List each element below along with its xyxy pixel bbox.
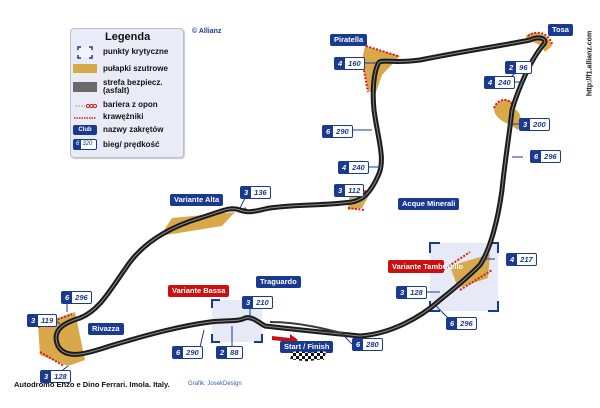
legend-item-asphalt: strefa bezpiecz. (asfalt) bbox=[73, 77, 173, 97]
critical-point-icon bbox=[73, 45, 97, 59]
legend-sample-speed: 320 bbox=[82, 141, 93, 147]
gear: 3 bbox=[28, 315, 39, 326]
speed: 280 bbox=[366, 340, 379, 349]
source-url[interactable]: http://f1.allianz.com bbox=[586, 30, 594, 97]
gear: 2 bbox=[506, 62, 517, 73]
legend-panel: Legenda punkty krytyczne pułapki szutrow… bbox=[70, 28, 184, 158]
legend-item-corner-name: Club nazwy zakrętów bbox=[73, 123, 163, 136]
speed: 240 bbox=[352, 163, 365, 172]
pit-lane bbox=[269, 321, 346, 335]
legend-label: strefa bezpiecz. (asfalt) bbox=[103, 78, 163, 95]
speed: 240 bbox=[498, 78, 511, 87]
legend-label: bieg/ prędkość bbox=[103, 139, 160, 149]
corner-label-variante-bassa: Variante Bassa bbox=[168, 285, 230, 297]
legend-item-tyre-barrier: bariera z opon bbox=[73, 98, 158, 111]
speed: 112 bbox=[348, 186, 361, 195]
gear: 3 bbox=[397, 287, 408, 298]
legend-label: punkty krytyczne bbox=[103, 46, 169, 56]
corner-label-traguardo: Traguardo bbox=[256, 276, 301, 288]
checkered-flag-icon bbox=[290, 351, 326, 362]
legend-item-critical: punkty krytyczne bbox=[73, 45, 169, 59]
gear: 4 bbox=[339, 162, 350, 173]
gear: 6 bbox=[62, 292, 73, 303]
gear: 6 bbox=[173, 347, 184, 358]
speed: 128 bbox=[54, 372, 67, 381]
gear: 6 bbox=[447, 318, 458, 329]
speed: 160 bbox=[348, 59, 361, 68]
gear: 6 bbox=[353, 339, 364, 350]
speed: 290 bbox=[186, 348, 199, 357]
speed: 217 bbox=[520, 255, 533, 264]
corner-label-variante-tamburello: Variante Tamburello bbox=[388, 260, 463, 273]
speed: 96 bbox=[519, 63, 528, 72]
corner-label-variante-alta: Variante Alta bbox=[170, 194, 224, 206]
gear: 3 bbox=[41, 371, 52, 382]
corner-label-piratella: Piratella bbox=[330, 34, 368, 46]
corner-label-tosa: Tosa bbox=[548, 24, 573, 36]
corner-label-acque-minerali: Acque Minerali bbox=[398, 198, 460, 210]
corner-label-start-finish: Start / Finish bbox=[280, 341, 334, 353]
legend-item-kerb: krawężniki bbox=[73, 110, 143, 123]
asphalt-runoff-icon bbox=[73, 82, 97, 92]
legend-item-gear-speed: 6 320 bieg/ prędkość bbox=[73, 138, 159, 151]
tyre-barrier-icon bbox=[73, 99, 98, 111]
speed: 200 bbox=[533, 120, 546, 129]
gear: 3 bbox=[241, 187, 252, 198]
gear: 3 bbox=[335, 185, 346, 196]
gear: 4 bbox=[485, 77, 496, 88]
legend-sample-gear: 6 bbox=[74, 140, 82, 149]
gear: 4 bbox=[507, 254, 518, 265]
track-centerline bbox=[55, 37, 546, 355]
speed: 136 bbox=[254, 188, 267, 197]
gear: 4 bbox=[335, 58, 346, 69]
speed: 296 bbox=[544, 152, 557, 161]
speed: 128 bbox=[410, 288, 423, 297]
speed: 296 bbox=[75, 293, 88, 302]
speed: 290 bbox=[336, 127, 349, 136]
legend-title: Legenda bbox=[105, 31, 151, 43]
legend-item-gravel: pułapki szutrowe bbox=[73, 62, 168, 75]
speed: 119 bbox=[41, 316, 54, 325]
gear: 6 bbox=[323, 126, 334, 137]
corner-label-rivazza: Rivazza bbox=[88, 323, 124, 335]
speed: 296 bbox=[460, 319, 473, 328]
speed: 210 bbox=[256, 298, 269, 307]
legend-label: nazwy zakrętów bbox=[103, 124, 164, 134]
gear: 3 bbox=[243, 297, 254, 308]
gear: 3 bbox=[520, 119, 531, 130]
copyright: © Allianz bbox=[192, 28, 222, 35]
kerb-icon bbox=[73, 111, 97, 123]
gear-speed-icon: 6 320 bbox=[73, 139, 97, 150]
gear: 2 bbox=[217, 347, 228, 358]
gravel-trap-icon bbox=[73, 64, 97, 73]
legend-label: bariera z opon bbox=[103, 99, 158, 109]
legend-label: pułapki szutrowe bbox=[103, 63, 168, 73]
gear: 6 bbox=[531, 151, 542, 162]
graphic-credit: Grafik: JosekDesign bbox=[188, 381, 242, 387]
circuit-caption: Autodromo Enzo e Dino Ferrari. Imola. It… bbox=[14, 380, 170, 389]
corner-name-icon: Club bbox=[73, 124, 97, 135]
speed: 88 bbox=[230, 348, 239, 357]
legend-label: krawężniki bbox=[103, 111, 144, 121]
